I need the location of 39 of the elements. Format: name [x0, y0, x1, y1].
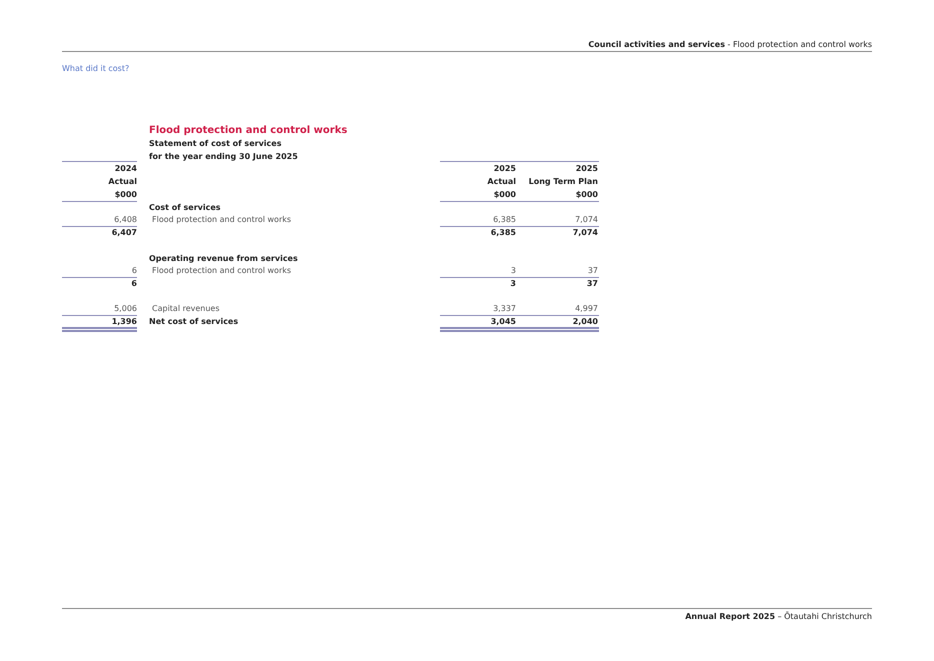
- amount: 7,074: [575, 215, 598, 224]
- column-header: Long Term Plan: [528, 177, 598, 186]
- row-label: Capital revenues: [152, 304, 220, 313]
- amount: 4,997: [575, 304, 598, 313]
- row-label: Flood protection and control works: [152, 215, 292, 224]
- column-header: $000: [114, 190, 137, 199]
- amount: 3,337: [493, 304, 516, 313]
- page-footer: Annual Report 2025 – Ōtautahi Christchurch: [685, 612, 872, 621]
- amount: 5,006: [114, 304, 137, 313]
- subtotal-amount: 7,074: [572, 228, 598, 237]
- subtotal-amount: 3: [510, 279, 516, 288]
- subtotal-amount: 6: [131, 279, 137, 288]
- column-header: 2025: [576, 164, 598, 173]
- section-heading: What did it cost?: [62, 64, 130, 73]
- row-group-heading: Cost of services: [149, 203, 221, 212]
- total-label: Net cost of services: [149, 317, 238, 326]
- column-header: 2025: [494, 164, 516, 173]
- amount: 6: [132, 266, 137, 275]
- column-header: $000: [494, 190, 516, 199]
- column-header: Actual: [487, 177, 516, 186]
- row-group-heading: Operating revenue from services: [149, 254, 298, 263]
- table-title: Flood protection and control works: [149, 125, 348, 136]
- amount: 37: [588, 266, 598, 275]
- amount: 6,408: [114, 215, 137, 224]
- total-amount: 3,045: [490, 317, 516, 326]
- subtotal-amount: 37: [586, 279, 598, 288]
- table-subtitle: for the year ending 30 June 2025: [149, 152, 298, 161]
- subtotal-amount: 6,407: [112, 228, 137, 237]
- subtotal-amount: 6,385: [490, 228, 516, 237]
- amount: 6,385: [493, 215, 516, 224]
- amount: 3: [510, 266, 516, 275]
- total-amount: 2,040: [572, 317, 598, 326]
- column-header: 2024: [114, 164, 137, 173]
- column-header: $000: [576, 190, 598, 199]
- page-header: Council activities and services - Flood protection and control works: [588, 40, 872, 49]
- total-amount: 1,396: [112, 317, 137, 326]
- column-header: Actual: [108, 177, 137, 186]
- table-subtitle: Statement of cost of services: [149, 139, 282, 148]
- row-label: Flood protection and control works: [152, 266, 292, 275]
